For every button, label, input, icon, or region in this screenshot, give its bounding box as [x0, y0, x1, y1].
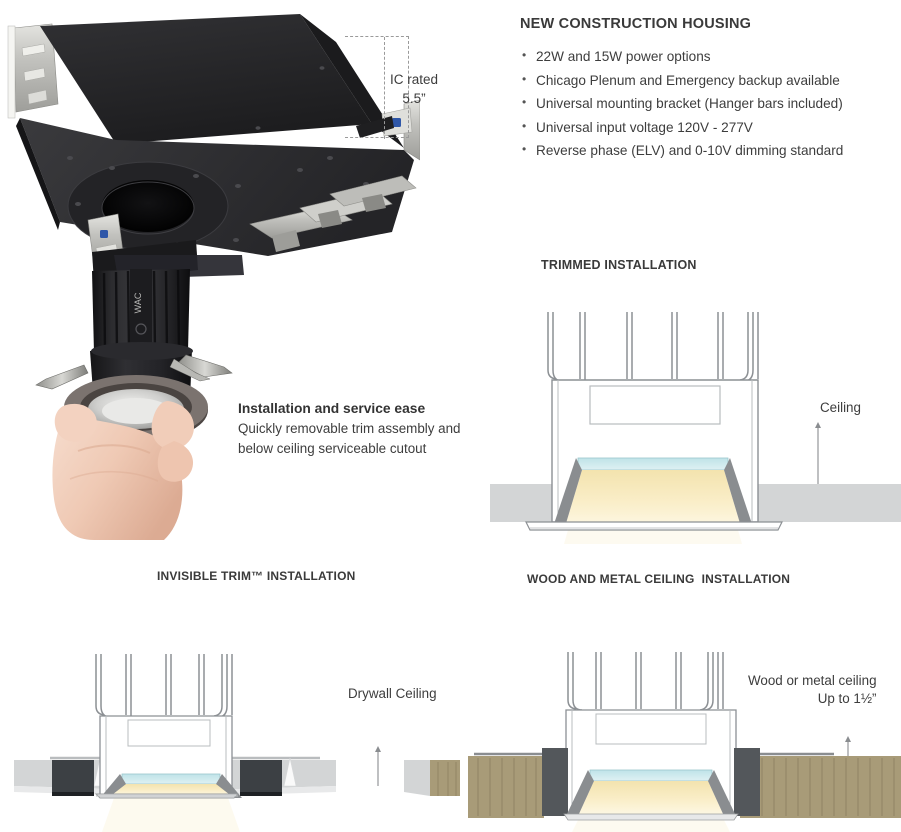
ic-rated-callout: IC rated 5.5”: [375, 70, 453, 108]
feature-item: Universal mounting bracket (Hanger bars …: [520, 91, 895, 116]
trimmed-installation-title: TRIMMED INSTALLATION: [541, 258, 697, 272]
service-ease-caption: Installation and service ease Quickly re…: [238, 399, 488, 458]
hand: [52, 401, 194, 540]
feature-item: Universal input voltage 120V - 277V: [520, 115, 895, 140]
feature-item: Reverse phase (ELV) and 0-10V dimming st…: [520, 138, 895, 163]
driver-compartment: [127, 719, 211, 747]
dark-block-right: [734, 748, 760, 816]
ceiling-label: Ceiling: [820, 400, 861, 415]
driver-compartment: [589, 385, 721, 425]
trim-flange: [525, 521, 783, 531]
wood-metal-installation-title: WOOD AND METAL CEILING INSTALLATION: [527, 572, 791, 586]
wood-metal-ceiling-label: Wood or metal ceiling Up to 1½”: [748, 672, 877, 708]
light-cone: [564, 470, 742, 530]
wood-ceiling-left: [468, 756, 544, 818]
ic-dimension-bracket: [345, 36, 409, 139]
wood-metal-label-line2: Up to 1½”: [817, 691, 877, 706]
drywall-ceiling-label: Drywall Ceiling: [348, 686, 437, 701]
ceiling-slab-right: [754, 484, 901, 522]
feature-item: 22W and 15W power options: [520, 44, 895, 69]
blue-clip-2: [100, 230, 108, 238]
feature-item: Chicago Plenum and Emergency backup avai…: [520, 68, 895, 93]
hand-holding-trim-photo: WAC: [18, 255, 248, 540]
dark-block-left: [542, 748, 568, 816]
wood-sliver: [430, 760, 460, 796]
hanger-bracket-left: [7, 23, 59, 119]
reflector-wall-right: [724, 458, 754, 530]
dark-block-left: [52, 760, 94, 794]
heatsink-fins: [567, 652, 724, 711]
lens: [121, 773, 221, 785]
ic-rated-line2: 5.5”: [402, 91, 426, 106]
housing-section-title: NEW CONSTRUCTION HOUSING: [520, 16, 752, 32]
brand-mark-text: WAC: [133, 292, 143, 313]
wood-metal-ceiling-diagram: [468, 600, 901, 832]
lens: [589, 769, 713, 782]
driver-compartment: [595, 713, 707, 745]
trimmed-installation-diagram: [490, 282, 901, 544]
service-caption-heading: Installation and service ease: [238, 401, 426, 416]
spring-clips: [35, 354, 233, 390]
ic-rated-line1: IC rated: [389, 72, 439, 87]
blue-clip: [392, 118, 401, 127]
service-caption-line1: Quickly removable trim assembly and: [238, 421, 461, 436]
service-caption-line2: below ceiling serviceable cutout: [238, 440, 427, 456]
dark-block-right: [240, 760, 282, 794]
heatsink-fins: [547, 312, 759, 382]
lens: [577, 457, 729, 471]
invisible-trim-installation-title: INVISIBLE TRIM™ INSTALLATION: [157, 569, 356, 583]
reflector-wall-left: [552, 458, 582, 530]
wood-ceiling-right: [740, 756, 901, 818]
invisible-trim-diagram: [0, 600, 460, 832]
housing-feature-list: 22W and 15W power options Chicago Plenum…: [520, 44, 895, 163]
wood-metal-label-line1: Wood or metal ceiling: [748, 673, 877, 688]
light-cone: [578, 781, 724, 816]
hanger-bar-rails: [249, 175, 417, 252]
heatsink-fins: [95, 654, 233, 718]
